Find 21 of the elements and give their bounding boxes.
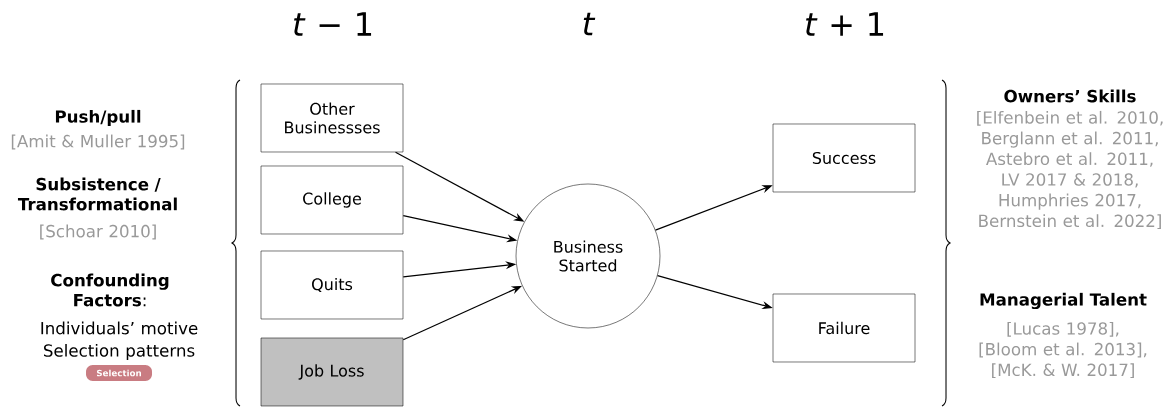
- time-heading: t: [583, 12, 596, 36]
- process-box: Quits: [260, 250, 404, 320]
- time-heading: t − 1: [294, 12, 372, 36]
- factor-text: Selection patterns: [44, 343, 195, 361]
- process-box: College: [260, 165, 404, 235]
- factor-heading: Push/pull: [55, 109, 141, 127]
- process-box: Success: [772, 123, 916, 193]
- factor-text: Confounding Factors:: [51, 273, 169, 307]
- factor-heading: Managerial Talent: [980, 292, 1147, 310]
- citation: [Elfenbein et al. 2010, Berglann et al. 2011, Astebro et al. 2011, LV 2017 & 2018, Humphries 2017, Bernstein et al. 2022]: [977, 110, 1163, 230]
- citation: [Lucas 1978], [Bloom et al. 2013], [McK. & W. 2017]: [979, 321, 1147, 379]
- factor-heading: Owners’ Skills: [1004, 89, 1136, 103]
- process-box: Job Loss: [260, 337, 404, 407]
- selection-badge: Selection: [86, 365, 152, 381]
- citation: [Schoar 2010]: [40, 224, 156, 240]
- time-heading: t + 1: [806, 12, 884, 36]
- factor-heading: Subsistence / Transformational: [17, 177, 177, 211]
- factor-text: Individuals’ motive: [41, 321, 198, 335]
- process-box: Failure: [772, 293, 916, 363]
- citation: [Amit & Muller 1995]: [11, 134, 185, 150]
- process-box: Other Businessses: [260, 83, 404, 153]
